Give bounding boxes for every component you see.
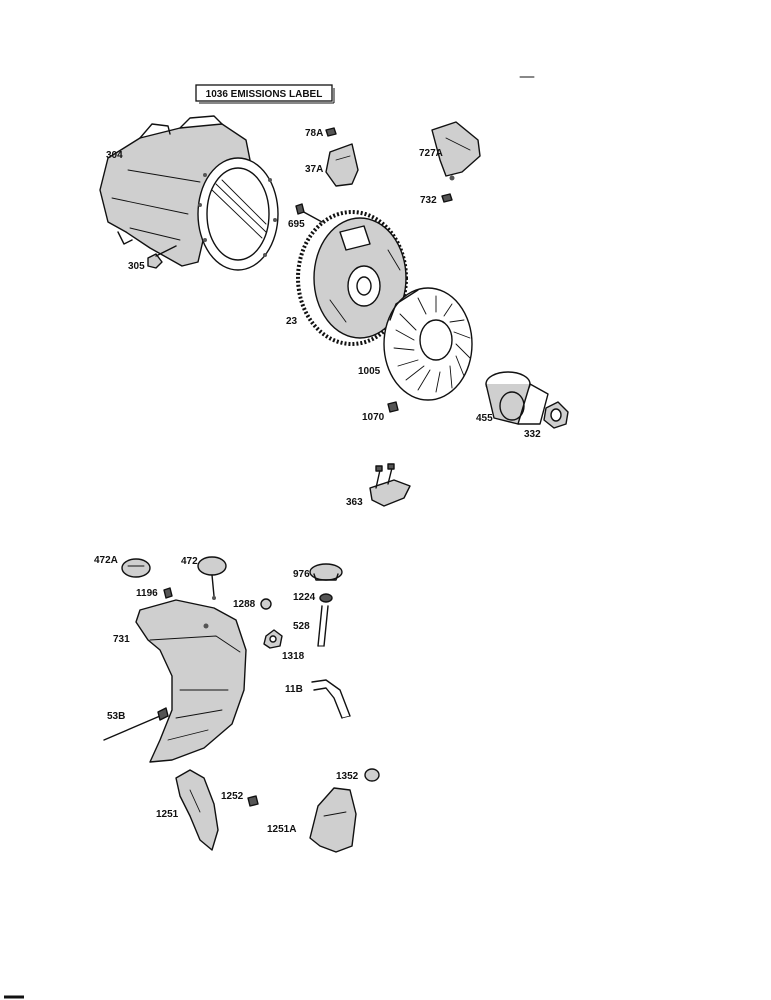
part-label-11B: 11B (285, 684, 303, 695)
screw-78A-drawing (325, 127, 337, 137)
emissions-label-box: 1036 EMISSIONS LABEL (195, 84, 335, 104)
tube-528-drawing (317, 605, 329, 647)
part-label-37A: 37A (305, 164, 323, 175)
part-label-731: 731 (113, 634, 130, 645)
part-label-305: 305 (128, 261, 145, 272)
nut-1318-drawing (263, 629, 283, 649)
baffle-1251-drawing (175, 769, 219, 851)
part-label-1251A: 1251A (267, 824, 296, 835)
cup-455-drawing (485, 371, 549, 425)
part-label-1070: 1070 (362, 412, 385, 423)
screw-1196-drawing (163, 587, 173, 599)
hose-11B-drawing (311, 679, 351, 719)
emissions-label-text: 1036 EMISSIONS LABEL (206, 89, 323, 100)
part-label-727A: 727A (419, 148, 443, 159)
part-label-695: 695 (288, 219, 305, 230)
part-label-304: 304 (106, 150, 123, 161)
bolt-305-drawing (147, 245, 177, 269)
part-label-1251: 1251 (156, 809, 179, 820)
part-label-1252: 1252 (221, 791, 244, 802)
baffle-1251A-drawing (309, 787, 357, 853)
part-label-1318: 1318 (282, 651, 305, 662)
stud-53B-drawing (103, 707, 169, 741)
shield-727A-drawing (431, 121, 481, 181)
screw-732-drawing (441, 193, 453, 203)
part-label-1196: 1196 (136, 588, 158, 599)
part-label-455: 455 (476, 413, 493, 424)
shield-731-drawing (135, 599, 247, 763)
part-label-1288: 1288 (233, 599, 256, 610)
blower-housing-drawing (99, 115, 279, 271)
part-label-363: 363 (346, 497, 363, 508)
part-label-78A: 78A (305, 128, 323, 139)
part-label-1005: 1005 (358, 366, 381, 377)
part-label-23: 23 (286, 316, 298, 327)
part-label-472A: 472A (94, 555, 118, 566)
knob-472-drawing (197, 556, 227, 600)
nut-332-drawing (543, 401, 569, 429)
part-label-53B: 53B (107, 711, 125, 722)
armature-363-drawing (369, 463, 411, 507)
screw-1070-drawing (387, 401, 399, 413)
nut-1288-drawing (260, 598, 272, 610)
part-label-332: 332 (524, 429, 541, 440)
part-label-732: 732 (420, 195, 437, 206)
flywheel-23-drawing (296, 210, 408, 346)
grommet-1352-drawing (364, 768, 380, 782)
part-label-528: 528 (293, 621, 310, 632)
clamp-1224-drawing (319, 593, 333, 603)
fan-1005-drawing (383, 287, 473, 401)
knob-472A-drawing (121, 558, 151, 578)
bracket-37A-drawing (325, 143, 359, 187)
screw-1252-drawing (247, 795, 259, 807)
screw-695-drawing (295, 203, 323, 223)
part-label-1224: 1224 (293, 592, 316, 603)
part-label-472: 472 (181, 556, 198, 567)
part-label-976: 976 (293, 569, 310, 580)
cap-976-drawing (309, 563, 343, 581)
part-label-1352: 1352 (336, 771, 359, 782)
